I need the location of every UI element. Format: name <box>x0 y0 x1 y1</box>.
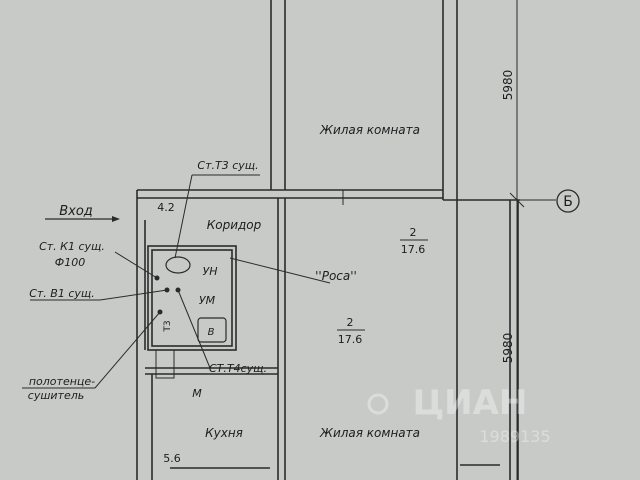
room-label-kitchen: Кухня <box>205 426 243 440</box>
riser-t3-label: Т3 <box>163 320 173 332</box>
room-index-lower: 2 <box>347 316 354 329</box>
kitchen-area: 5.6 <box>163 452 181 465</box>
axis-marker-circle <box>556 189 580 213</box>
room-label-living-top: Жилая комната <box>319 123 420 137</box>
callout-riser-k1: Ст. К1 сущ. <box>39 240 105 253</box>
watermark-text: ЦИАН <box>413 383 528 423</box>
watermark-id: 1989135 <box>479 427 550 446</box>
dimension-upper: 5980 <box>501 70 515 101</box>
bath-label: В <box>208 327 215 338</box>
towel-dryer-icon <box>155 349 175 379</box>
callout-towel-dryer-2: сушитель <box>28 389 84 402</box>
dimension-lower: 5980 <box>501 333 515 364</box>
room-index-upper: 2 <box>410 226 417 239</box>
watermark: ЦИАН 1989135 <box>367 383 551 446</box>
bath-icon <box>197 317 227 343</box>
callout-riser-b1: Ст. В1 сущ. <box>29 287 95 300</box>
dimension-lines <box>342 0 556 480</box>
room-area-upper: 17.6 <box>401 243 426 256</box>
corridor-area: 4.2 <box>157 201 175 214</box>
entrance-arrowhead <box>112 216 120 222</box>
axis-label: Б <box>563 194 573 210</box>
room-area-lower: 17.6 <box>338 333 363 346</box>
sink-label: УМ <box>199 294 216 307</box>
watermark-logo-icon <box>367 393 389 415</box>
room-label-corridor: Коридор <box>207 218 262 232</box>
callout-rosa: ''Роса'' <box>315 269 357 283</box>
entrance-label: Вход <box>59 204 93 219</box>
room-label-living-bottom: Жилая комната <box>319 426 420 440</box>
callout-leaders <box>22 174 331 389</box>
callout-riser-t3: Ст.Т3 сущ. <box>197 159 258 172</box>
callout-towel-dryer: полотенце- <box>29 375 95 388</box>
callout-riser-t4: СТ.Т4сущ. <box>209 362 267 375</box>
toilet-icon <box>165 256 191 274</box>
stove-label: М <box>192 387 202 400</box>
callout-riser-k1-diameter: Ф100 <box>55 256 85 269</box>
toilet-label: УН <box>203 265 218 278</box>
